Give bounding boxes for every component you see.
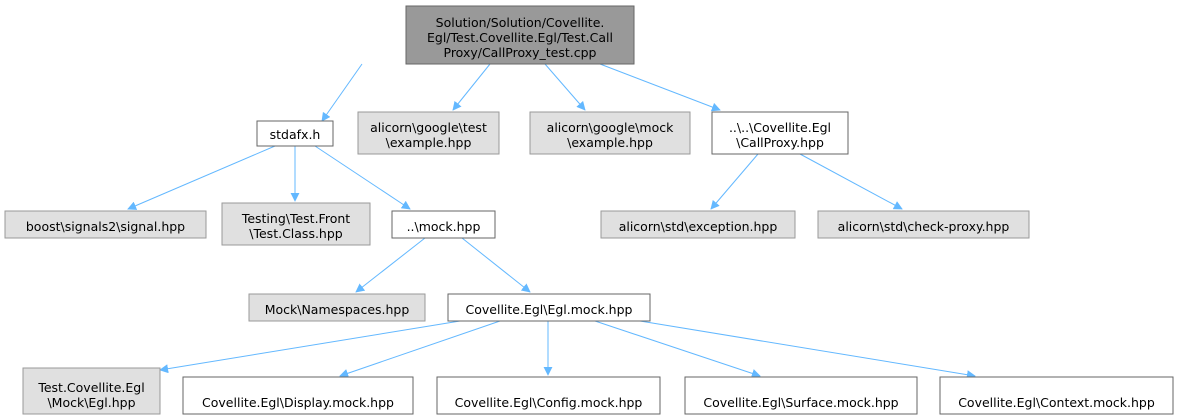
edge-eglmock-to-surface bbox=[594, 320, 761, 378]
node-testegl[interactable]: Test.Covellite.Egl\Mock\Egl.hpp bbox=[22, 367, 161, 415]
node-box bbox=[256, 120, 334, 147]
edge-eglmock-to-context bbox=[639, 320, 976, 380]
node-label: ..\mock.hpp bbox=[407, 219, 481, 234]
node-box bbox=[357, 111, 500, 155]
node-label: Testing\Test.Front bbox=[241, 211, 350, 226]
node-gtest[interactable]: alicorn\google\test\example.hpp bbox=[357, 111, 500, 155]
node-label: Mock\Namespaces.hpp bbox=[265, 302, 410, 317]
node-label: \example.hpp bbox=[567, 135, 653, 150]
node-callproxy[interactable]: ..\..\Covellite.Egl\CallProxy.hpp bbox=[711, 111, 849, 155]
edge-root-to-gtest bbox=[452, 63, 491, 111]
node-box bbox=[391, 210, 496, 239]
node-label: Egl/Test.Covellite.Egl/Test.Call bbox=[427, 30, 613, 45]
node-label: \CallProxy.hpp bbox=[736, 135, 824, 150]
node-box bbox=[711, 111, 849, 155]
node-box bbox=[436, 376, 661, 415]
node-mock[interactable]: ..\mock.hpp bbox=[391, 210, 496, 239]
node-signal[interactable]: boost\signals2\signal.hpp bbox=[4, 210, 207, 239]
edge-stdafx-to-signal bbox=[127, 145, 276, 210]
edge-root-to-callproxy bbox=[599, 63, 721, 112]
node-context[interactable]: Covellite.Egl\Context.mock.hpp bbox=[939, 376, 1174, 415]
node-label: \example.hpp bbox=[386, 135, 472, 150]
node-namespaces[interactable]: Mock\Namespaces.hpp bbox=[248, 293, 426, 322]
edge-callproxy-to-exception bbox=[710, 153, 759, 210]
node-box bbox=[600, 210, 796, 239]
node-root: Solution/Solution/Covellite.Egl/Test.Cov… bbox=[405, 5, 635, 65]
node-label: alicorn\std\exception.hpp bbox=[619, 219, 778, 234]
node-label: ..\..\Covellite.Egl bbox=[729, 120, 831, 135]
node-box bbox=[405, 5, 635, 65]
node-box bbox=[4, 210, 207, 239]
node-label: boost\signals2\signal.hpp bbox=[26, 219, 185, 234]
node-gmock[interactable]: alicorn\google\mock\example.hpp bbox=[529, 111, 691, 155]
node-checkproxy[interactable]: alicorn\std\check-proxy.hpp bbox=[817, 210, 1030, 239]
node-label: stdafx.h bbox=[270, 127, 321, 142]
node-config[interactable]: Covellite.Egl\Config.mock.hpp bbox=[436, 376, 661, 415]
node-testclass[interactable]: Testing\Test.Front\Test.Class.hpp bbox=[221, 202, 371, 246]
edge-root-to-stdafx bbox=[321, 63, 363, 122]
node-label: Covellite.Egl\Egl.mock.hpp bbox=[466, 302, 633, 317]
node-label: alicorn\google\test bbox=[370, 120, 487, 135]
node-label: alicorn\std\check-proxy.hpp bbox=[838, 219, 1010, 234]
node-box bbox=[248, 293, 426, 322]
edge-mock-to-namespaces bbox=[355, 237, 426, 293]
node-label: Covellite.Egl\Context.mock.hpp bbox=[958, 395, 1155, 410]
node-label: alicorn\google\mock bbox=[547, 120, 674, 135]
node-label: Covellite.Egl\Display.mock.hpp bbox=[202, 395, 394, 410]
edge-callproxy-to-checkproxy bbox=[799, 153, 903, 210]
node-exception[interactable]: alicorn\std\exception.hpp bbox=[600, 210, 796, 239]
node-label: Test.Covellite.Egl bbox=[37, 380, 144, 395]
node-box bbox=[22, 367, 161, 415]
node-surface[interactable]: Covellite.Egl\Surface.mock.hpp bbox=[684, 376, 918, 415]
node-label: Solution/Solution/Covellite. bbox=[436, 15, 605, 30]
node-stdafx[interactable]: stdafx.h bbox=[256, 120, 334, 147]
edge-stdafx-to-mock bbox=[314, 145, 411, 210]
edge-root-to-gmock bbox=[544, 63, 586, 111]
node-box bbox=[817, 210, 1030, 239]
node-eglmock[interactable]: Covellite.Egl\Egl.mock.hpp bbox=[447, 293, 651, 322]
edge-mock-to-eglmock bbox=[461, 237, 531, 293]
node-box bbox=[684, 376, 918, 415]
node-box bbox=[182, 376, 414, 415]
node-label: \Test.Class.hpp bbox=[249, 226, 343, 241]
node-label: Covellite.Egl\Config.mock.hpp bbox=[455, 395, 643, 410]
node-label: \Mock\Egl.hpp bbox=[47, 395, 135, 410]
node-box bbox=[221, 202, 371, 246]
edge-eglmock-to-display bbox=[339, 320, 501, 378]
node-box bbox=[529, 111, 691, 155]
node-label: Proxy/CallProxy_test.cpp bbox=[444, 45, 597, 60]
node-box bbox=[447, 293, 651, 322]
node-box bbox=[939, 376, 1174, 415]
node-label: Covellite.Egl\Surface.mock.hpp bbox=[703, 395, 898, 410]
edge-eglmock-to-testegl bbox=[159, 320, 461, 374]
node-display[interactable]: Covellite.Egl\Display.mock.hpp bbox=[182, 376, 414, 415]
